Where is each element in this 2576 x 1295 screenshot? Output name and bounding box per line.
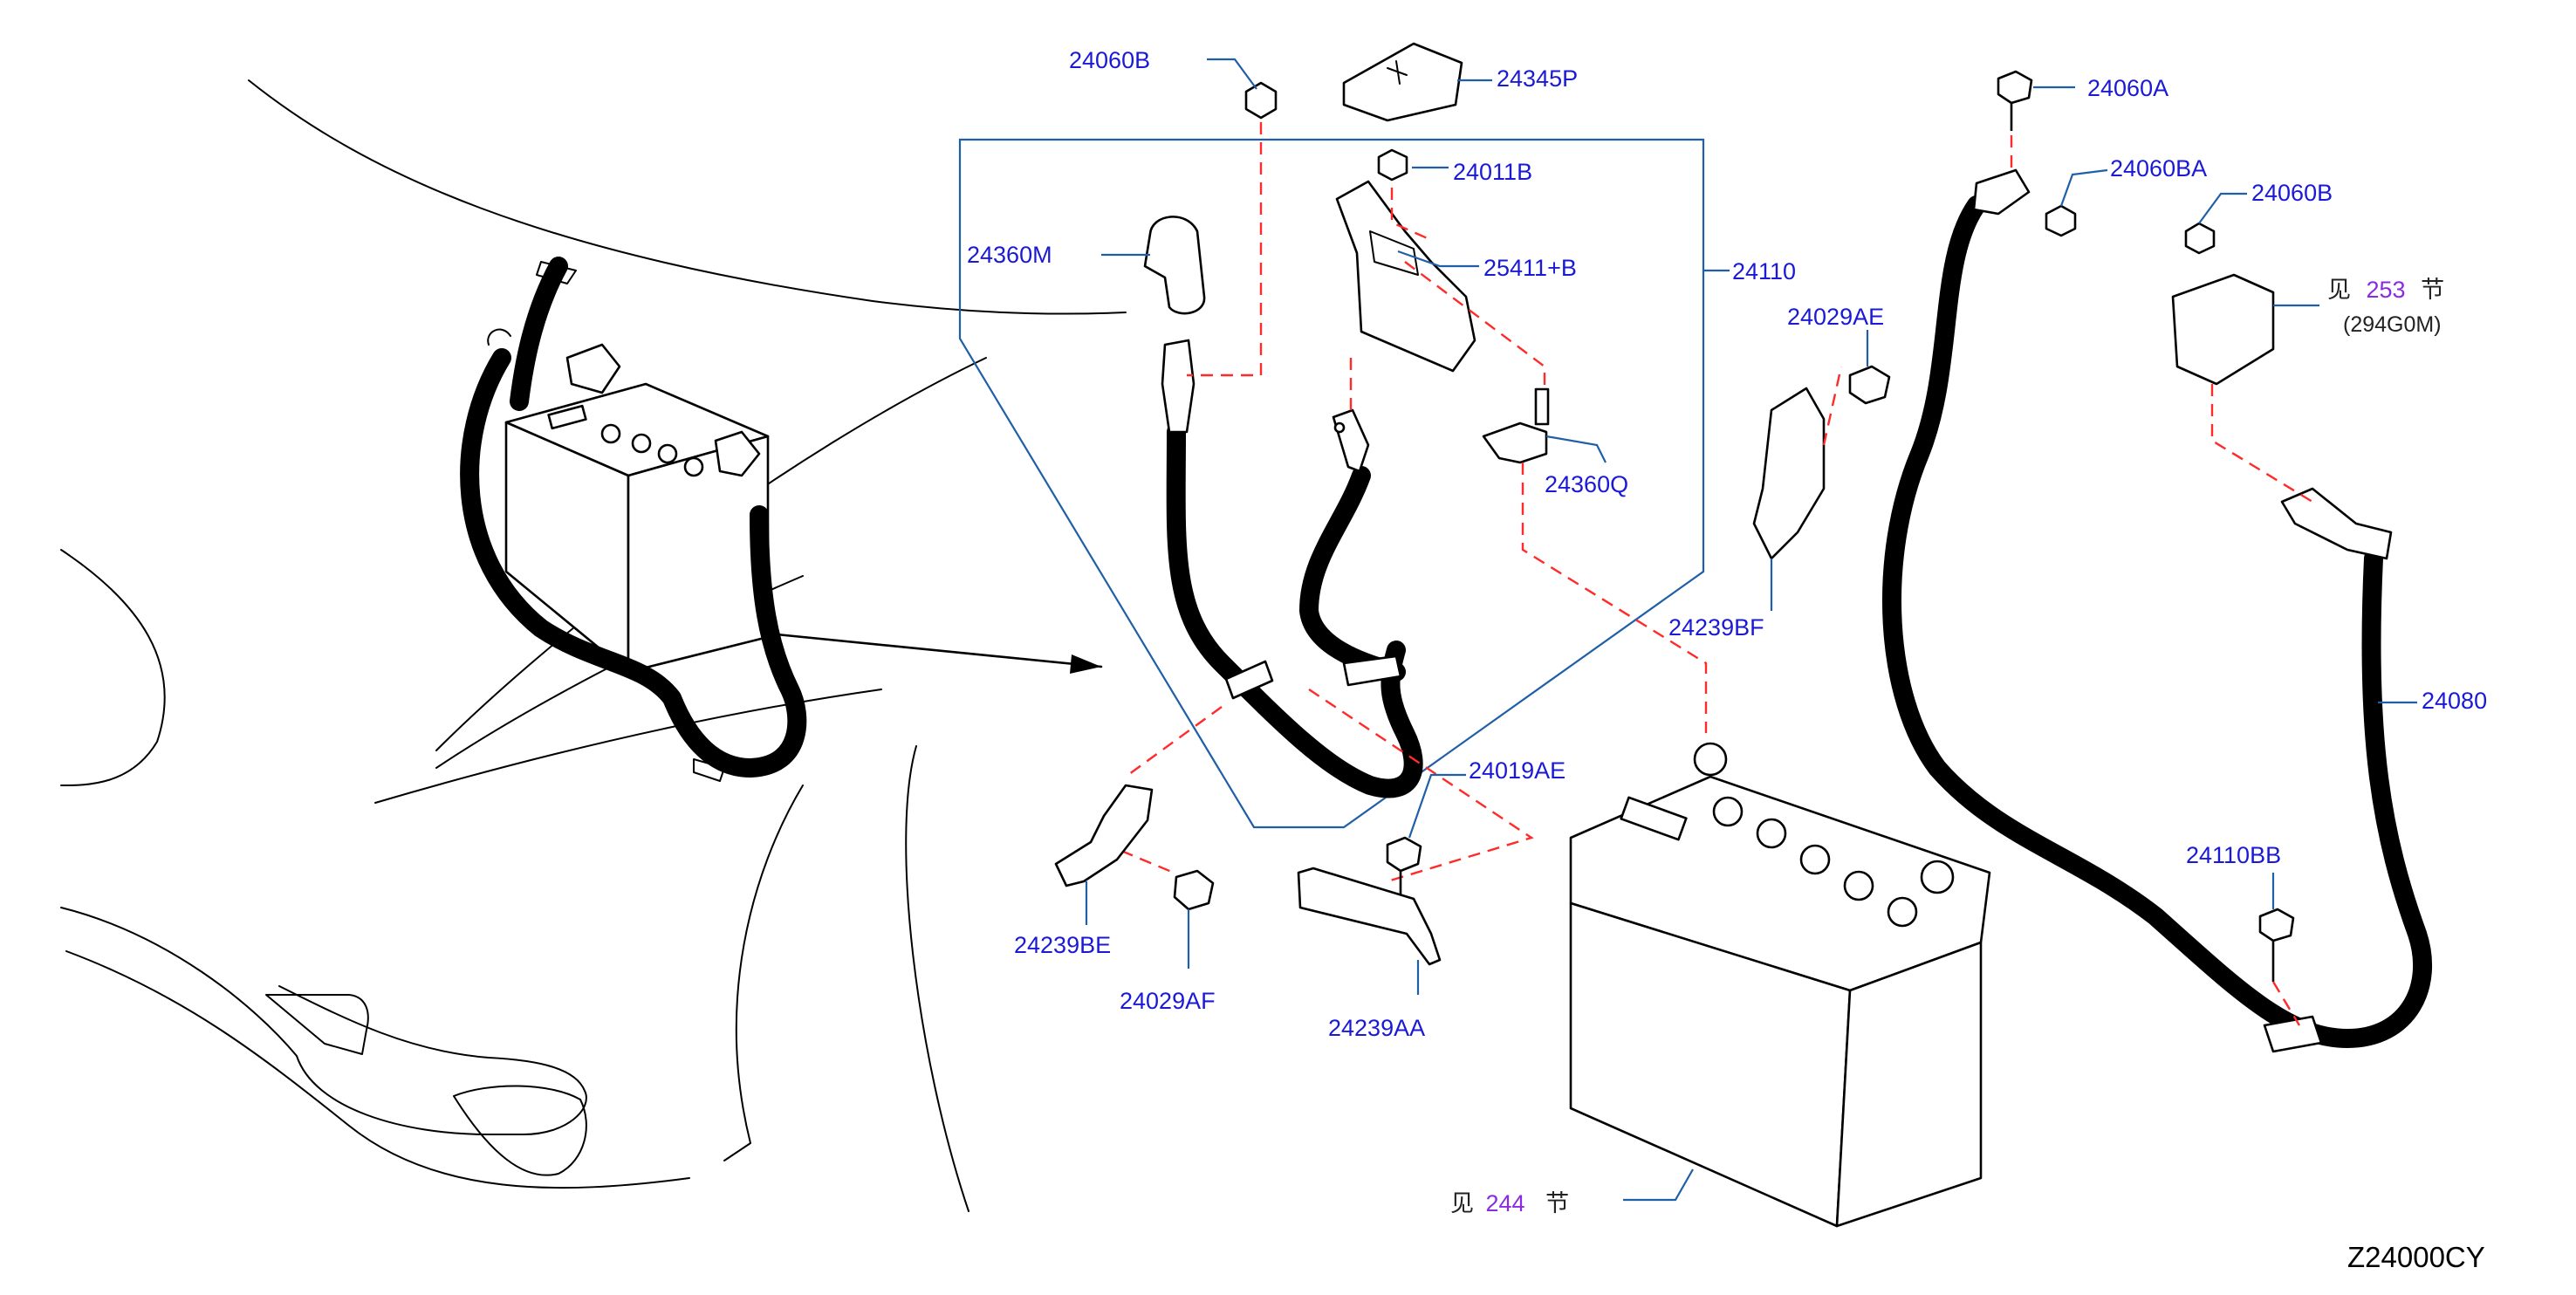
terminal-clamp-24360Q xyxy=(1482,421,1548,464)
bracket-24239BE xyxy=(1054,784,1154,887)
nut-24060BA xyxy=(2045,204,2077,237)
assembly-lines-center xyxy=(1120,122,1708,883)
installed-cables xyxy=(460,257,807,782)
section-ref-battery: 见 244 节 xyxy=(1450,1184,1569,1218)
installed-battery xyxy=(504,343,770,674)
fusible-link-detail xyxy=(1369,230,1419,276)
bolt-24029AE xyxy=(1848,365,1891,405)
part-label-24060BA[interactable]: 24060BA xyxy=(2110,155,2208,182)
assembly-lines-right xyxy=(2010,135,2313,1026)
fusible-link-25411B xyxy=(1335,180,1476,373)
part-label-24019AE[interactable]: 24019AE xyxy=(1469,757,1566,784)
part-label-25411B[interactable]: 25411+B xyxy=(1483,255,1577,281)
see-prefix-battery: 见 xyxy=(1450,1190,1474,1216)
part-label-24011B[interactable]: 24011B xyxy=(1453,159,1533,185)
see-prefix-relay: 见 xyxy=(2327,277,2351,303)
assembly-line-24029AE xyxy=(1822,366,1843,446)
part-label-24239BE[interactable]: 24239BE xyxy=(1014,932,1112,958)
center-cables xyxy=(1161,339,1423,798)
part-label-24029AE[interactable]: 24029AE xyxy=(1787,304,1885,330)
bolt-24060A xyxy=(1997,70,2033,131)
section-link-253[interactable]: 253 xyxy=(2366,277,2406,303)
part-label-24110BB[interactable]: 24110BB xyxy=(2186,842,2282,868)
relay-294G0M xyxy=(2171,273,2275,386)
part-label-24239BF[interactable]: 24239BF xyxy=(1668,614,1764,641)
section-ref-relay: 见 253 节 xyxy=(2327,271,2444,305)
main-battery xyxy=(1569,742,1991,1228)
relay-part-code: (294G0M) xyxy=(2343,312,2442,337)
part-label-24080[interactable]: 24080 xyxy=(2422,688,2488,714)
part-label-24060B-top[interactable]: 24060B xyxy=(1069,47,1151,73)
bracket-24239BF xyxy=(1752,387,1826,560)
terminal-cap-24345P xyxy=(1342,42,1463,122)
arrow xyxy=(775,633,1103,668)
part-label-24239AA[interactable]: 24239AA xyxy=(1328,1015,1426,1041)
diagram-code: Z24000CY xyxy=(2347,1241,2485,1273)
leader-lines xyxy=(1085,58,2417,1202)
see-suffix-relay: 节 xyxy=(2421,277,2445,303)
bolt-24110BB xyxy=(2258,908,2295,982)
plus-mark-icon xyxy=(1387,60,1408,85)
nut-24060B-right xyxy=(2184,222,2216,255)
arrow-head-icon xyxy=(1070,654,1101,674)
part-label-24360M[interactable]: 24360M xyxy=(967,242,1052,268)
section-link-244[interactable]: 244 xyxy=(1485,1190,1525,1216)
part-label-24060A[interactable]: 24060A xyxy=(2087,75,2169,101)
bolt-24029AF xyxy=(1173,869,1215,911)
see-suffix-battery: 节 xyxy=(1545,1190,1570,1216)
nut-24060B xyxy=(1244,81,1278,120)
bracket-24239AA xyxy=(1297,867,1442,966)
assembly-outline-24110 xyxy=(958,138,1705,829)
clamp-bolt xyxy=(1534,387,1550,426)
part-label-24060B-right[interactable]: 24060B xyxy=(2251,180,2333,206)
right-cable-24080 xyxy=(1882,168,2433,1053)
nut-24011B xyxy=(1377,148,1408,182)
part-label-24110[interactable]: 24110 xyxy=(1732,258,1797,284)
part-label-24029AF[interactable]: 24029AF xyxy=(1120,988,1216,1014)
part-label-24360Q[interactable]: 24360Q xyxy=(1545,471,1629,497)
terminal-cover-24360M xyxy=(1143,216,1206,315)
part-label-24345P[interactable]: 24345P xyxy=(1497,65,1579,92)
